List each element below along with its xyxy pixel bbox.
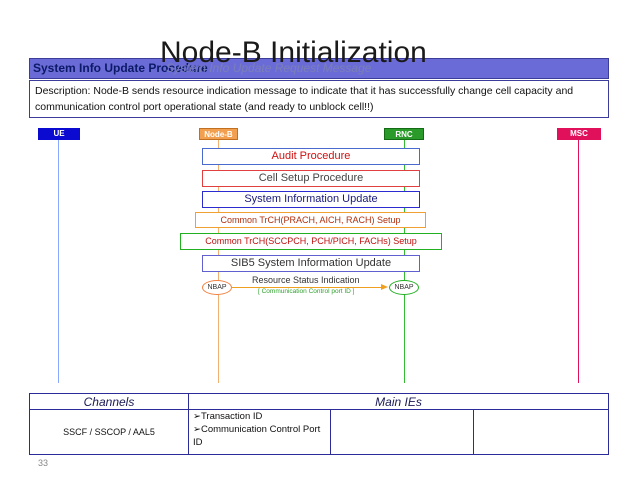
sib5-update-box: SIB5 System Information Update — [202, 255, 420, 272]
procedure-header-bar — [29, 58, 609, 79]
table-header-row: Channels Main IEs — [29, 393, 609, 410]
lifeline-msc — [578, 140, 579, 383]
lifeline-ue — [58, 140, 59, 383]
nbap-left-ellipse: NBAP — [202, 280, 232, 295]
main-ies-cell: ➢Transaction ID ➢Communication Control P… — [188, 409, 331, 455]
description-box: Description: Node-B sends resource indic… — [29, 80, 609, 118]
main-ies-header: Main IEs — [188, 393, 609, 410]
entity-nodeb: Node-B — [199, 128, 238, 140]
ie-item: ➢Communication Control Port ID — [193, 424, 321, 448]
common-trch-sccpch-setup-box: Common TrCH(SCCPCH, PCH/PICH, FACHs) Set… — [180, 233, 442, 250]
message-arrow-head — [381, 284, 388, 290]
message-name: System Info Update Request Message — [166, 61, 372, 75]
message-sublabel: [ Communication Control port ID ] — [258, 288, 355, 295]
empty-cell — [330, 409, 474, 455]
channels-header: Channels — [29, 393, 189, 410]
slide-title: Node-B Initialization — [160, 36, 427, 69]
ie-item: ➢Transaction ID — [193, 411, 263, 422]
message-arrow-line — [232, 287, 382, 288]
audit-procedure-box: Audit Procedure — [202, 148, 420, 165]
channels-cell: SSCF / SSCOP / AAL5 — [29, 409, 189, 455]
entity-msc: MSC — [557, 128, 601, 140]
entity-ue: UE — [38, 128, 80, 140]
entity-rnc: RNC — [384, 128, 424, 140]
nbap-right-ellipse: NBAP — [389, 280, 419, 295]
system-information-update-box: System Information Update — [202, 191, 420, 208]
ie-table: Channels Main IEs SSCF / SSCOP / AAL5 ➢T… — [29, 393, 609, 455]
page-number: 33 — [38, 458, 49, 468]
empty-cell — [473, 409, 609, 455]
procedure-name: System Info Update Procedure — [33, 61, 208, 75]
message-label: Resource Status Indication — [252, 275, 360, 285]
table-row: SSCF / SSCOP / AAL5 ➢Transaction ID ➢Com… — [29, 409, 609, 455]
cell-setup-procedure-box: Cell Setup Procedure — [202, 170, 420, 187]
common-trch-prach-setup-box: Common TrCH(PRACH, AICH, RACH) Setup — [195, 212, 426, 228]
